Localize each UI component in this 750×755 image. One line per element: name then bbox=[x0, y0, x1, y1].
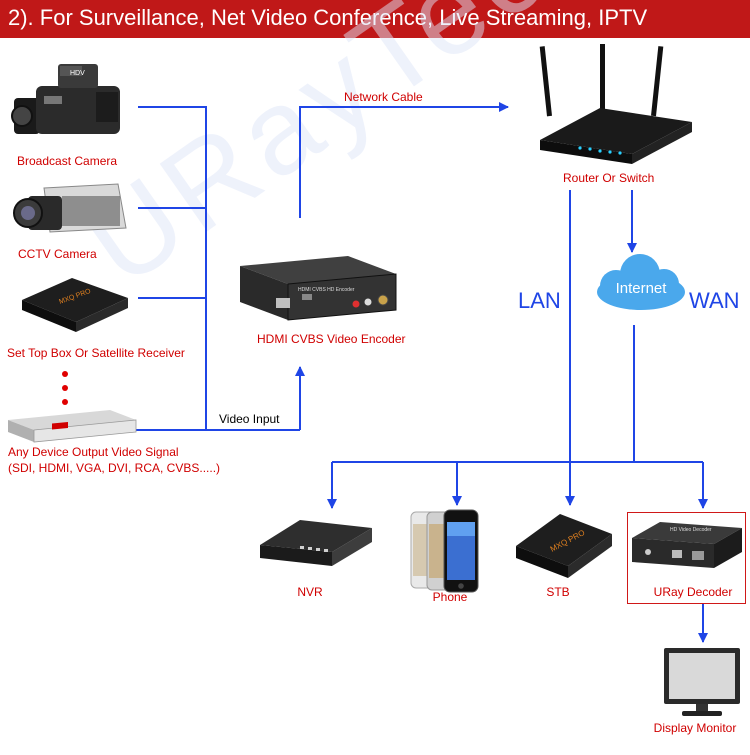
cctv-camera-icon bbox=[13, 183, 127, 233]
monitor-label: Display Monitor bbox=[653, 721, 737, 735]
line-network-cable bbox=[299, 102, 509, 218]
decoder-icon: HD Video Decoder bbox=[632, 522, 742, 568]
stb-icon: MXQ PRO bbox=[516, 514, 612, 578]
any-device-icon bbox=[8, 410, 137, 443]
page-title: 2). For Surveillance, Net Video Conferen… bbox=[8, 5, 648, 30]
decoder-label: URay Decoder bbox=[653, 585, 733, 599]
cctv-camera-label: CCTV Camera bbox=[18, 247, 97, 261]
stb-label: STB bbox=[546, 585, 570, 599]
title-bar: 2). For Surveillance, Net Video Conferen… bbox=[0, 0, 750, 38]
encoder-faceplate: HDMI CVBS HD Encoder bbox=[298, 287, 355, 293]
decoder-faceplate: HD Video Decoder bbox=[670, 527, 712, 533]
broadcast-camera-icon: HDV bbox=[11, 64, 120, 134]
router-label: Router Or Switch bbox=[563, 171, 655, 185]
any-device-label-line1: Any Device Output Video Signal bbox=[8, 445, 179, 459]
more-devices-dots bbox=[62, 371, 68, 413]
broadcast-camera-label: Broadcast Camera bbox=[17, 154, 118, 168]
wan-label: WAN bbox=[689, 288, 740, 313]
phone-icon bbox=[410, 509, 479, 593]
router-icon bbox=[539, 44, 692, 164]
set-top-box-label: Set Top Box Or Satellite Receiver bbox=[7, 346, 185, 360]
connection-lines bbox=[136, 102, 708, 643]
network-cable-label: Network Cable bbox=[344, 90, 423, 104]
video-input-label: Video Input bbox=[219, 412, 280, 426]
camera-badge: HDV bbox=[70, 70, 85, 77]
phone-label: Phone bbox=[432, 590, 468, 604]
encoder-icon: HDMI CVBS HD Encoder bbox=[240, 256, 397, 321]
decoder-highlight-frame bbox=[627, 512, 746, 604]
monitor-icon bbox=[664, 648, 740, 716]
nvr-label: NVR bbox=[297, 585, 323, 599]
any-device-label-line2: (SDI, HDMI, VGA, DVI, RCA, CVBS.....) bbox=[8, 461, 221, 475]
internet-label: Internet bbox=[615, 280, 667, 297]
set-top-box-icon: MXQ PRO bbox=[22, 278, 128, 332]
internet-cloud-icon bbox=[597, 254, 685, 310]
nvr-icon bbox=[260, 520, 372, 566]
encoder-label: HDMI CVBS Video Encoder bbox=[257, 332, 406, 346]
lan-label: LAN bbox=[518, 288, 561, 313]
